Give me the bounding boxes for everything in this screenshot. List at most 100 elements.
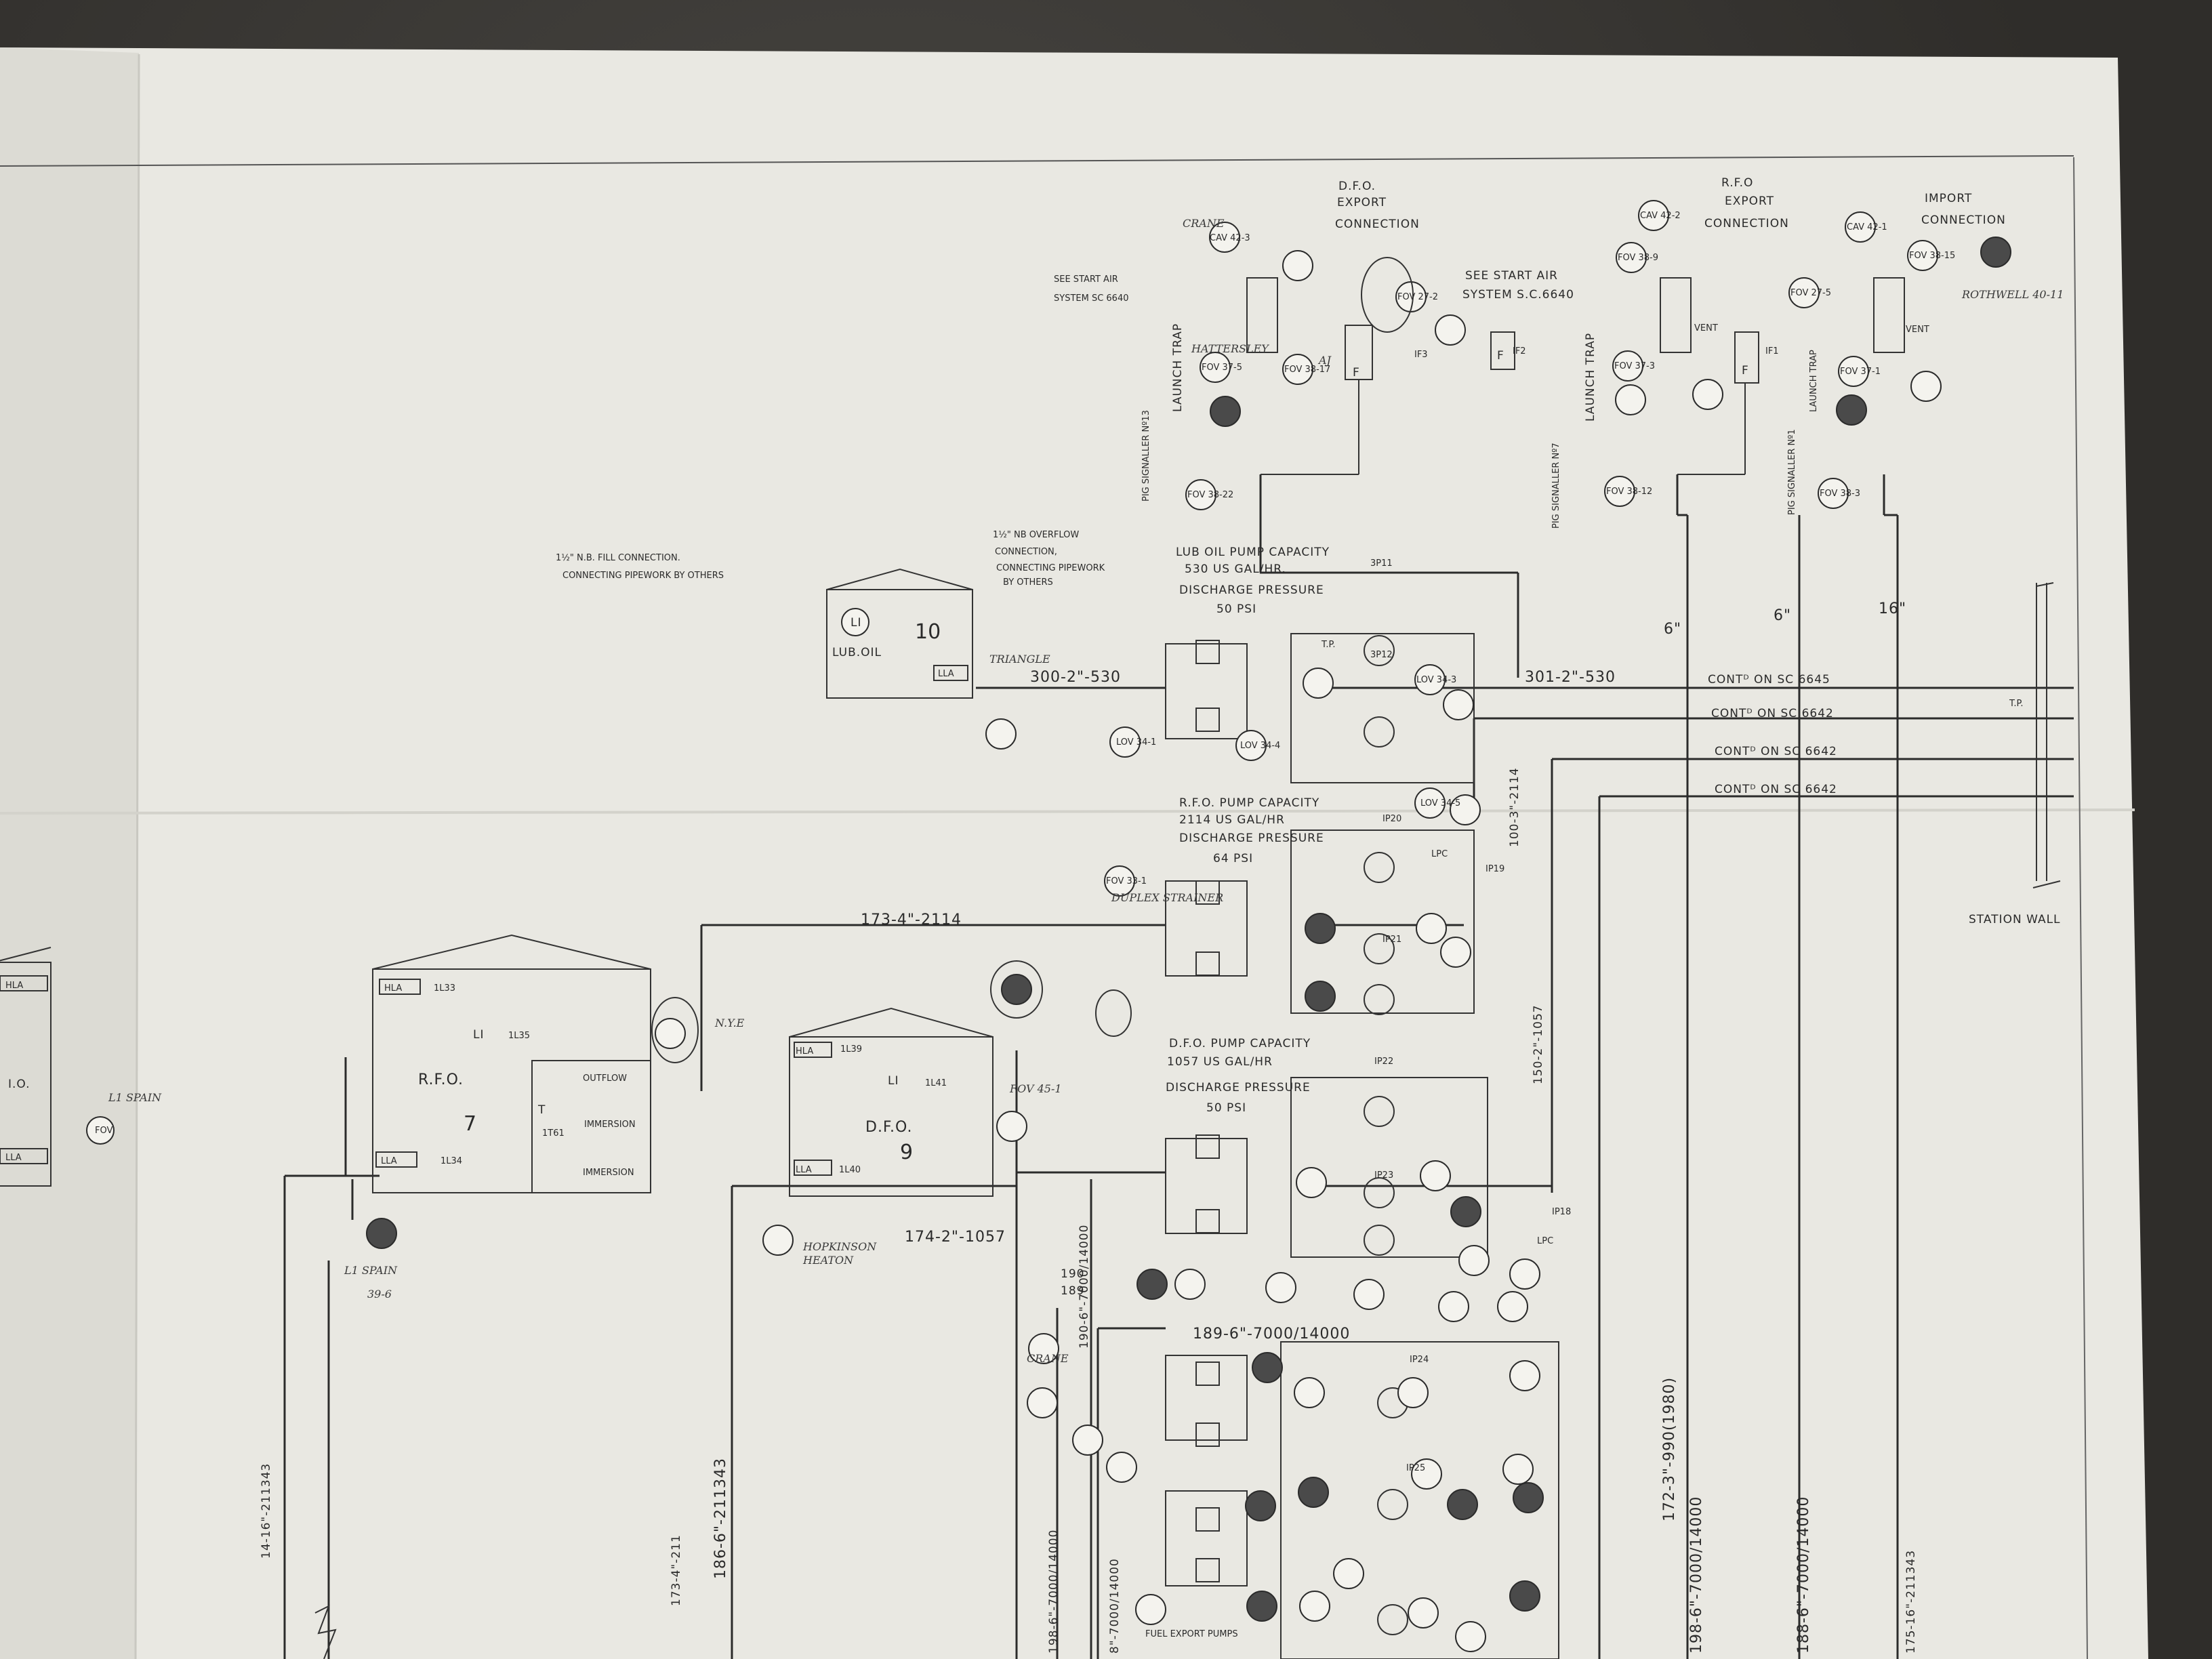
drawing-label: LI bbox=[851, 616, 862, 630]
drawing-label: 16" bbox=[1879, 600, 1906, 617]
drawing-label: PIG SIGNALLER Nº1 bbox=[1787, 429, 1797, 515]
drawing-label: CONTᴰ ON SC 6645 bbox=[1708, 673, 1830, 687]
drawing-label: ROTHWELL 40-11 bbox=[1961, 288, 2064, 301]
drawing-label: HLA bbox=[384, 983, 402, 994]
drawing-label: CONNECTION bbox=[1704, 217, 1789, 230]
drawing-label: 198-6"-7000/14000 bbox=[1047, 1530, 1061, 1654]
drawing-label: 1½" N.B. FILL CONNECTION. bbox=[556, 553, 680, 563]
drawing-label: STATION WALL bbox=[1969, 913, 2061, 926]
drawing-label: FOV 38-15 bbox=[1909, 251, 1955, 261]
fold-line-h bbox=[0, 808, 2135, 815]
drawing-label: LAUNCH TRAP bbox=[1809, 350, 1819, 412]
dfo-tank bbox=[789, 1036, 994, 1197]
drawing-label: F bbox=[1497, 349, 1504, 363]
drawing-label: FOV 38-9 bbox=[1618, 253, 1658, 263]
partial-tank bbox=[0, 962, 52, 1187]
drawing-label: T bbox=[537, 1103, 546, 1117]
drawing-label: DUPLEX STRAINER bbox=[1111, 891, 1223, 904]
drawing-label: FOV 37-3 bbox=[1614, 361, 1655, 371]
drawing-label: I.O. bbox=[8, 1078, 30, 1091]
drawing-label: VENT bbox=[1694, 323, 1718, 333]
drawing-label: D.F.O. bbox=[865, 1119, 912, 1136]
drawing-label: IP20 bbox=[1382, 814, 1401, 824]
drawing-label: IP22 bbox=[1374, 1057, 1393, 1067]
drawing-label: LLA bbox=[938, 669, 954, 679]
instrument-balloons bbox=[86, 200, 2011, 1652]
paper-sheet bbox=[0, 47, 2148, 1659]
border-top bbox=[0, 155, 2074, 167]
handwritten-marks bbox=[314, 257, 1414, 1659]
drawing-label: DISCHARGE PRESSURE bbox=[1179, 583, 1324, 597]
drawing-label: CONNECTING PIPEWORK BY OTHERS bbox=[562, 571, 724, 581]
drawing-label: 1T61 bbox=[542, 1128, 565, 1139]
drawing-label: FOV bbox=[95, 1126, 112, 1136]
drawing-label: CAV 42-1 bbox=[1847, 222, 1887, 232]
drawing-label: 39-6 bbox=[367, 1288, 392, 1300]
drawing-label: CONNECTION, bbox=[995, 547, 1057, 557]
drawing-label: 50 PSI bbox=[1216, 602, 1256, 616]
drawing-label: LOV 34-3 bbox=[1416, 675, 1456, 685]
drawing-label: 64 PSI bbox=[1213, 852, 1253, 865]
drawing-label: SEE START AIR bbox=[1054, 274, 1118, 285]
drawing-label: 173-4"-211 bbox=[670, 1534, 683, 1606]
tanks bbox=[0, 568, 994, 1197]
drawing-label: LPC bbox=[1431, 849, 1448, 859]
pump-skids bbox=[1165, 633, 1559, 1659]
drawing-label: DISCHARGE PRESSURE bbox=[1166, 1081, 1311, 1094]
drawing-label: T.P. bbox=[1321, 640, 1335, 650]
drawing-label: 8"-7000/14000 bbox=[1108, 1558, 1122, 1654]
drawing-label: T.P. bbox=[2009, 699, 2023, 709]
drawing-label: FUEL EXPORT PUMPS bbox=[1145, 1629, 1238, 1639]
drawing-label: FOV 27-2 bbox=[1397, 292, 1438, 302]
drawing-label: LLA bbox=[796, 1165, 812, 1175]
drawing-label: SEE START AIR bbox=[1465, 269, 1558, 283]
drawing-label: 175-16"-211343 bbox=[1904, 1550, 1918, 1654]
drawing-label: IP23 bbox=[1374, 1170, 1393, 1181]
drawing-label: EXPORT bbox=[1337, 196, 1387, 209]
drawing-label: LAUNCH TRAP bbox=[1171, 323, 1185, 412]
drawing-label: 3P12 bbox=[1370, 650, 1393, 660]
drawing-label: 300-2"-530 bbox=[1030, 669, 1121, 686]
drawing-label: HLA bbox=[5, 981, 23, 991]
drawing-label: HEATON bbox=[802, 1254, 854, 1267]
drawing-label: SYSTEM S.C.6640 bbox=[1462, 288, 1574, 302]
drawing-label: LAUNCH TRAP bbox=[1584, 333, 1597, 422]
drawing-label: FOV 27-5 bbox=[1790, 288, 1831, 298]
drawing-label: 1L39 bbox=[840, 1044, 862, 1054]
drawing-label: HLA bbox=[796, 1046, 813, 1057]
drawing-label: DISCHARGE PRESSURE bbox=[1179, 832, 1324, 845]
drawing-label: PIG SIGNALLER Nº13 bbox=[1141, 410, 1151, 501]
drawing-label: 9 bbox=[900, 1141, 913, 1164]
drawing-label: F bbox=[1353, 366, 1360, 380]
drawing-label: BY OTHERS bbox=[1003, 577, 1053, 588]
drawing-label: 190 bbox=[1061, 1267, 1084, 1281]
drawing-label: 186-6"-211343 bbox=[712, 1458, 729, 1579]
drawing-label: FOV 37-1 bbox=[1840, 367, 1881, 377]
drawing-label: LOV 34-1 bbox=[1116, 737, 1156, 747]
drawing-label: IP25 bbox=[1406, 1463, 1425, 1473]
drawing-label: LI bbox=[473, 1028, 485, 1042]
drawing-label: 172-3"-990(1980) bbox=[1661, 1377, 1678, 1521]
drawing-label: FOV 38-17 bbox=[1284, 365, 1330, 375]
drawing-label: IMPORT bbox=[1925, 192, 1972, 205]
drawing-label: 174-2"-1057 bbox=[905, 1229, 1006, 1246]
drawing-label: 100-3"-2114 bbox=[1508, 767, 1521, 847]
drawing-label: 1L40 bbox=[839, 1165, 861, 1175]
drawing-label: 6" bbox=[1664, 621, 1681, 638]
drawing-label: 190-6"-7000/14000 bbox=[1078, 1225, 1091, 1349]
drawing-label: IF2 bbox=[1513, 346, 1526, 356]
drawing-label: 1L35 bbox=[508, 1031, 530, 1041]
drawing-label: 1L34 bbox=[441, 1156, 462, 1166]
fold-line bbox=[134, 54, 140, 1659]
drawing-label: 3P11 bbox=[1370, 558, 1393, 569]
station-wall bbox=[2032, 582, 2061, 888]
drawing-label: VENT bbox=[1906, 325, 1929, 335]
drawing-label: FOV 38-22 bbox=[1187, 490, 1233, 500]
paper-left-fold bbox=[0, 47, 139, 1659]
drawing-label: LLA bbox=[381, 1156, 397, 1166]
drawing-label: 1L41 bbox=[925, 1078, 947, 1088]
drawing-label: FOV 45-1 bbox=[1009, 1082, 1062, 1095]
drawing-label: CAV 42-3 bbox=[1210, 233, 1250, 243]
drawing-label: CONNECTION bbox=[1921, 213, 2006, 227]
